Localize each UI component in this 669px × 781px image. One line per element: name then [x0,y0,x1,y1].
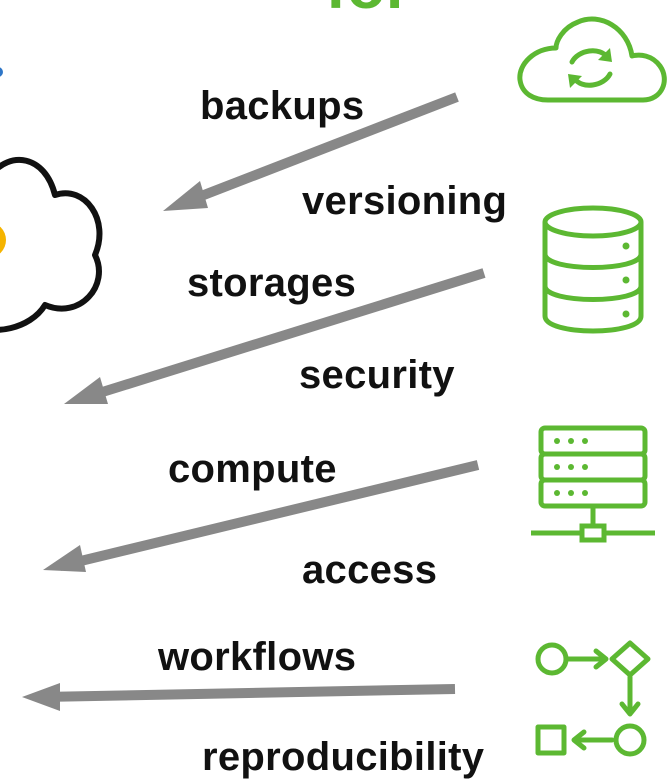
arrow-backups [176,92,459,210]
workflow-icon [535,640,651,757]
arrow-compute [58,460,480,571]
yellow-sun [0,226,6,254]
arrow-backups-head [163,181,208,211]
cloud-sync-icon [517,16,667,103]
heading-fragment: for [325,0,410,22]
arrow-compute-head [43,545,86,572]
label-backups: backups [200,84,365,128]
label-compute: compute [168,447,337,491]
server-network-icon [531,425,655,543]
label-versioning: versioning [302,179,508,223]
arrow-workflows [41,684,456,702]
label-storages: storages [187,261,357,305]
database-icon [542,205,644,334]
label-access: access [302,548,438,592]
arrow-storages-head [64,377,108,404]
arrow-workflows-head [22,683,60,711]
label-workflows: workflows [158,635,357,679]
blue-dot [0,67,3,77]
label-reproducibility: reproducibility [202,735,485,779]
arrow-storages [78,268,486,404]
left-cloud [0,157,103,333]
label-security: security [299,353,455,397]
